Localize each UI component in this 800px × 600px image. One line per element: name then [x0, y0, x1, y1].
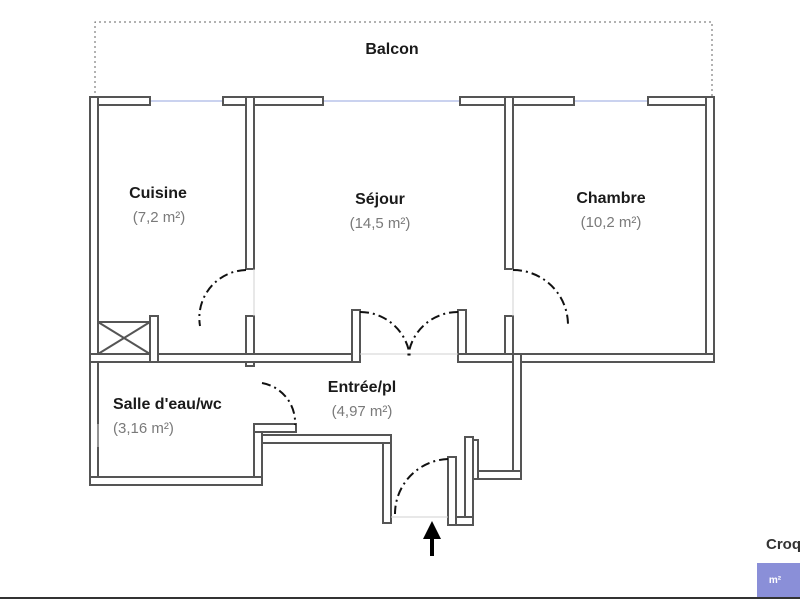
wall-bath-bottom [89, 476, 263, 486]
wall-top-3 [459, 96, 575, 106]
wall-horizontal-left [89, 353, 353, 363]
room-name-salle: Salle d'eau/wc [113, 396, 222, 413]
wall-top-2 [222, 96, 324, 106]
room-area-cuisine: (7,2 m²) [133, 209, 186, 226]
room-area-entree: (4,97 m²) [332, 403, 393, 420]
wall-horizontal-right [457, 353, 514, 363]
door-entree [394, 458, 449, 515]
wall-entrance-bottom [257, 434, 392, 444]
room-area-salle: (3,16 m²) [113, 420, 174, 437]
room-name-sejour: Séjour [355, 191, 405, 208]
entrance-arrow-icon [423, 521, 441, 556]
room-name-chambre: Chambre [576, 190, 645, 207]
brand-badge-text: m² [769, 575, 782, 586]
wall-chambre-bottom [512, 353, 715, 363]
wall-kitchen-stub [149, 315, 159, 363]
balcony-label: Balcon [365, 41, 418, 58]
door-salle [261, 382, 297, 426]
door-sejour-left [359, 310, 411, 359]
wall-sejour-door-left [351, 309, 361, 363]
wall-front-door-left [382, 434, 392, 524]
brand-label: Croq [766, 536, 800, 553]
room-area-chambre: (10,2 m²) [581, 214, 642, 231]
wall-bath-corner [253, 423, 297, 433]
wall-left [89, 96, 99, 486]
brand-badge [757, 563, 800, 597]
wall-sejour-chambre [504, 96, 514, 270]
wall-entrance-right [512, 353, 522, 480]
room-area-sejour: (14,5 m²) [350, 215, 411, 232]
room-name-cuisine: Cuisine [129, 185, 187, 202]
wall-cuisine-sejour-lower [245, 315, 255, 367]
wall-front-door-jamb [447, 456, 457, 526]
ventilation-duct [97, 321, 151, 355]
balcony-outline [94, 21, 713, 98]
door-cuisine [198, 269, 247, 327]
wall-right [705, 96, 715, 362]
room-name-entree: Entrée/pl [328, 379, 396, 396]
door-sejour-right [407, 310, 459, 359]
wall-front-door-right [464, 436, 474, 526]
wall-top-4 [647, 96, 713, 106]
wall-cuisine-sejour [245, 96, 255, 270]
door-chambre [512, 269, 569, 325]
